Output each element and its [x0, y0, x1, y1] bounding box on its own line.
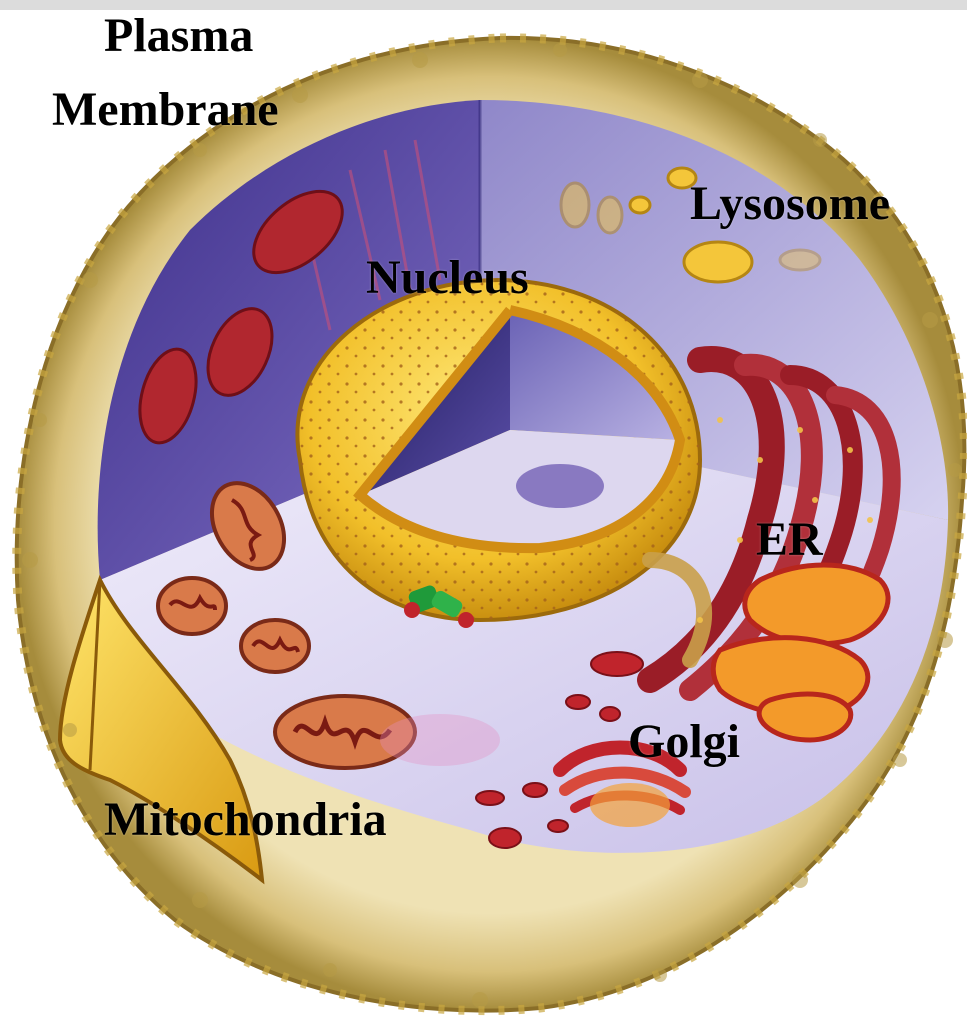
label-lysosome: Lysosome: [690, 178, 890, 230]
label-nucleus: Nucleus: [366, 252, 529, 304]
label-golgi: Golgi: [628, 716, 740, 768]
nucleolus: [516, 464, 604, 508]
label-plasma-line1: Plasma: [104, 10, 253, 62]
label-plasma-line2: Membrane: [52, 84, 279, 136]
label-mitochondria: Mitochondria: [104, 794, 387, 846]
label-er: ER: [756, 514, 823, 566]
nucleus-shape: [297, 280, 700, 628]
